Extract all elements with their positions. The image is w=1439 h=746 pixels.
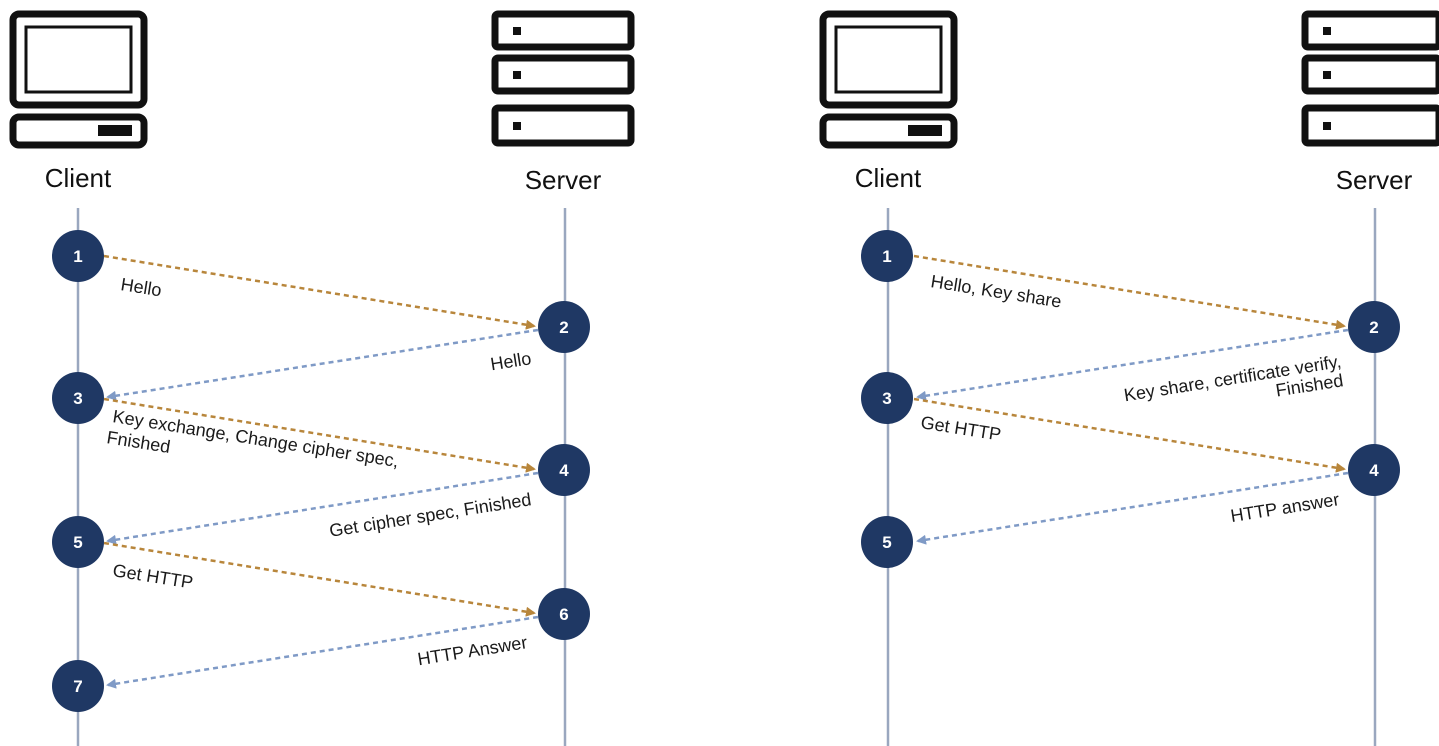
step-number: 5 [882,533,891,552]
step-number: 1 [882,247,891,266]
step-node-5: 5 [52,516,104,568]
message-label-http-answer: HTTP Answer [416,632,528,669]
step-number: 5 [73,533,82,552]
diagram-left: Client Server Hello Hello Key exchange, … [9,10,635,746]
message-arrow-2-3 [106,328,539,401]
message-arrow-4-5 [106,471,539,545]
message-arrow-4-5 [916,471,1349,545]
step-node-1: 1 [52,230,104,282]
message-label-get-http: Get HTTP [919,412,1002,444]
step-number: 2 [559,318,568,337]
step-number: 3 [882,389,891,408]
step-node-6: 6 [538,588,590,640]
message-label-get-cipher-spec: Get cipher spec, Finished [328,489,533,541]
step-node-5: 5 [861,516,913,568]
step-node-4: 4 [538,444,590,496]
diagram-right: Client Server Hello, Key share Key share… [819,10,1439,746]
step-node-3: 3 [52,372,104,424]
message-label-hello-2: Hello [489,348,533,374]
message-label-get-http: Get HTTP [111,560,194,592]
message-arrow-6-7 [106,615,539,689]
step-node-1: 1 [861,230,913,282]
step-number: 4 [1369,461,1379,480]
message-label-hello-1: Hello [119,274,163,300]
server-label: Server [1336,165,1413,195]
step-node-3: 3 [861,372,913,424]
message-arrow-1-2 [103,254,536,330]
step-node-2: 2 [538,301,590,353]
server-icon [491,10,635,147]
message-arrow-2-3 [916,328,1349,401]
step-number: 6 [559,605,568,624]
message-arrow-5-6 [103,541,536,617]
server-icon [1301,10,1439,147]
step-node-4: 4 [1348,444,1400,496]
step-number: 2 [1369,318,1378,337]
step-number: 1 [73,247,82,266]
step-number: 7 [73,677,82,696]
message-arrow-1-2 [913,254,1346,330]
message-label-http-answer: HTTP answer [1229,489,1340,526]
step-node-7: 7 [52,660,104,712]
step-node-2: 2 [1348,301,1400,353]
client-computer-icon [9,10,148,149]
client-label: Client [855,163,922,193]
client-computer-icon [819,10,958,149]
client-label: Client [45,163,112,193]
step-number: 3 [73,389,82,408]
server-label: Server [525,165,602,195]
message-arrow-3-4 [103,397,536,473]
message-arrow-3-4 [913,397,1346,473]
step-number: 4 [559,461,569,480]
